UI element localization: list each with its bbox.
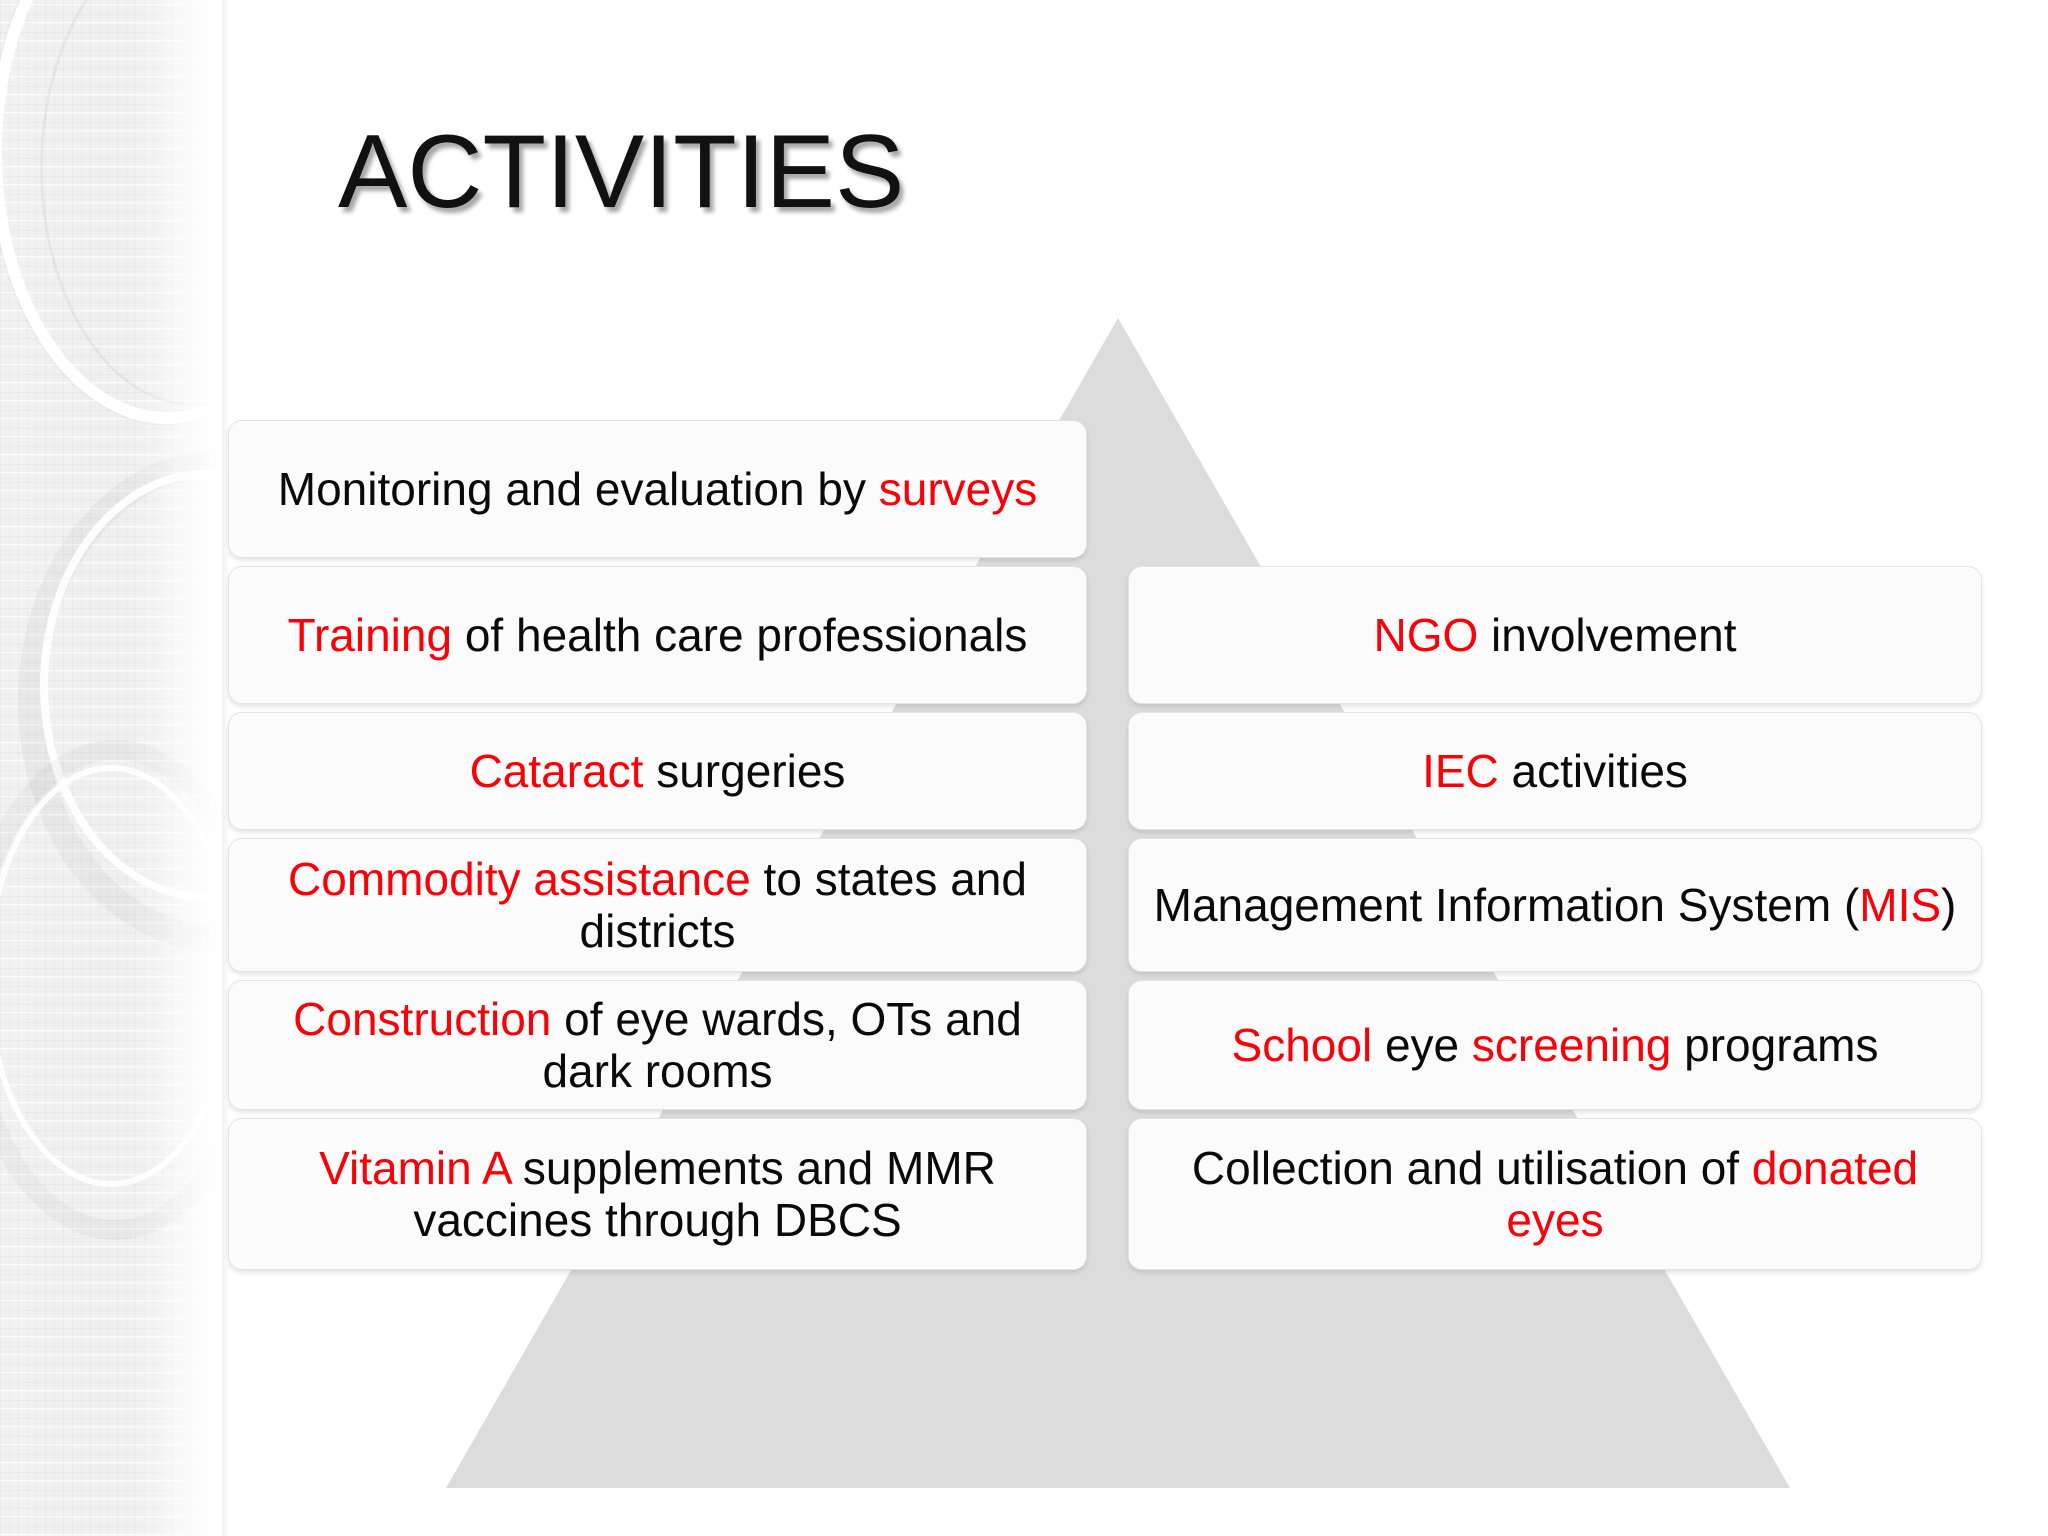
activity-box-vitamin-a[interactable]: Vitamin A supplements and MMR vaccines t… xyxy=(228,1118,1087,1270)
text-segment: to states and districts xyxy=(579,852,1027,957)
highlight-segment: Commodity assistance xyxy=(288,852,751,905)
activity-label: Construction of eye wards, OTs and dark … xyxy=(243,993,1072,1098)
activity-label: Vitamin A supplements and MMR vaccines t… xyxy=(243,1142,1072,1247)
activity-label: Collection and utilisation of donated ey… xyxy=(1143,1142,1967,1247)
text-segment: Collection and utilisation of xyxy=(1191,1141,1752,1194)
activity-box-school-eye-screening[interactable]: School eye screening programs xyxy=(1128,980,1982,1110)
text-segment: eye xyxy=(1372,1018,1472,1071)
activity-label: NGO involvement xyxy=(1373,609,1736,661)
highlight-segment: Cataract xyxy=(469,744,644,797)
highlight-segment: School xyxy=(1231,1018,1373,1071)
text-segment: activities xyxy=(1498,744,1688,797)
text-segment: supplements and MMR vaccines through DBC… xyxy=(413,1141,996,1246)
activity-label: School eye screening programs xyxy=(1232,1019,1879,1071)
text-segment: of eye wards, OTs and dark rooms xyxy=(542,992,1022,1097)
activity-box-construction[interactable]: Construction of eye wards, OTs and dark … xyxy=(228,980,1087,1110)
side-band-edge xyxy=(222,0,229,1536)
highlight-segment: Training xyxy=(287,608,453,661)
activity-box-iec-activities[interactable]: IEC activities xyxy=(1128,712,1982,830)
text-segment: Management Information System ( xyxy=(1153,878,1860,931)
activity-box-commodity-assistance[interactable]: Commodity assistance to states and distr… xyxy=(228,838,1087,972)
activity-box-training[interactable]: Training of health care professionals xyxy=(228,566,1087,704)
highlight-segment: donated eyes xyxy=(1506,1141,1919,1246)
activity-box-donated-eyes[interactable]: Collection and utilisation of donated ey… xyxy=(1128,1118,1982,1270)
text-segment: involvement xyxy=(1478,608,1737,661)
activity-label: Training of health care professionals xyxy=(288,609,1028,661)
highlight-segment: surveys xyxy=(878,462,1038,515)
highlight-segment: NGO xyxy=(1373,608,1479,661)
highlight-segment: screening xyxy=(1471,1018,1672,1071)
highlight-segment: IEC xyxy=(1422,744,1499,797)
activity-box-monitoring-evaluation[interactable]: Monitoring and evaluation by surveys xyxy=(228,420,1087,558)
text-segment: programs xyxy=(1671,1018,1879,1071)
highlight-segment: Vitamin A xyxy=(319,1141,511,1194)
highlight-segment: Construction xyxy=(293,992,552,1045)
activity-label: Commodity assistance to states and distr… xyxy=(243,853,1072,958)
decorative-side-band xyxy=(0,0,228,1536)
activity-label: IEC activities xyxy=(1422,745,1688,797)
text-segment: ) xyxy=(1941,878,1957,931)
activity-label: Monitoring and evaluation by surveys xyxy=(278,463,1037,515)
activities-grid: Monitoring and evaluation by surveys Tra… xyxy=(228,420,1982,1462)
activity-box-ngo-involvement[interactable]: NGO involvement xyxy=(1128,566,1982,704)
activity-box-cataract-surgeries[interactable]: Cataract surgeries xyxy=(228,712,1087,830)
activity-label: Management Information System (MIS) xyxy=(1154,879,1957,931)
highlight-segment: MIS xyxy=(1859,878,1942,931)
text-segment: of health care professionals xyxy=(452,608,1028,661)
page-title: ACTIVITIES xyxy=(338,114,905,230)
activity-box-management-information-system[interactable]: Management Information System (MIS) xyxy=(1128,838,1982,972)
side-band-fade xyxy=(0,0,228,1536)
activity-label: Cataract surgeries xyxy=(470,745,846,797)
text-segment: surgeries xyxy=(643,744,846,797)
text-segment: Monitoring and evaluation by xyxy=(277,462,879,515)
